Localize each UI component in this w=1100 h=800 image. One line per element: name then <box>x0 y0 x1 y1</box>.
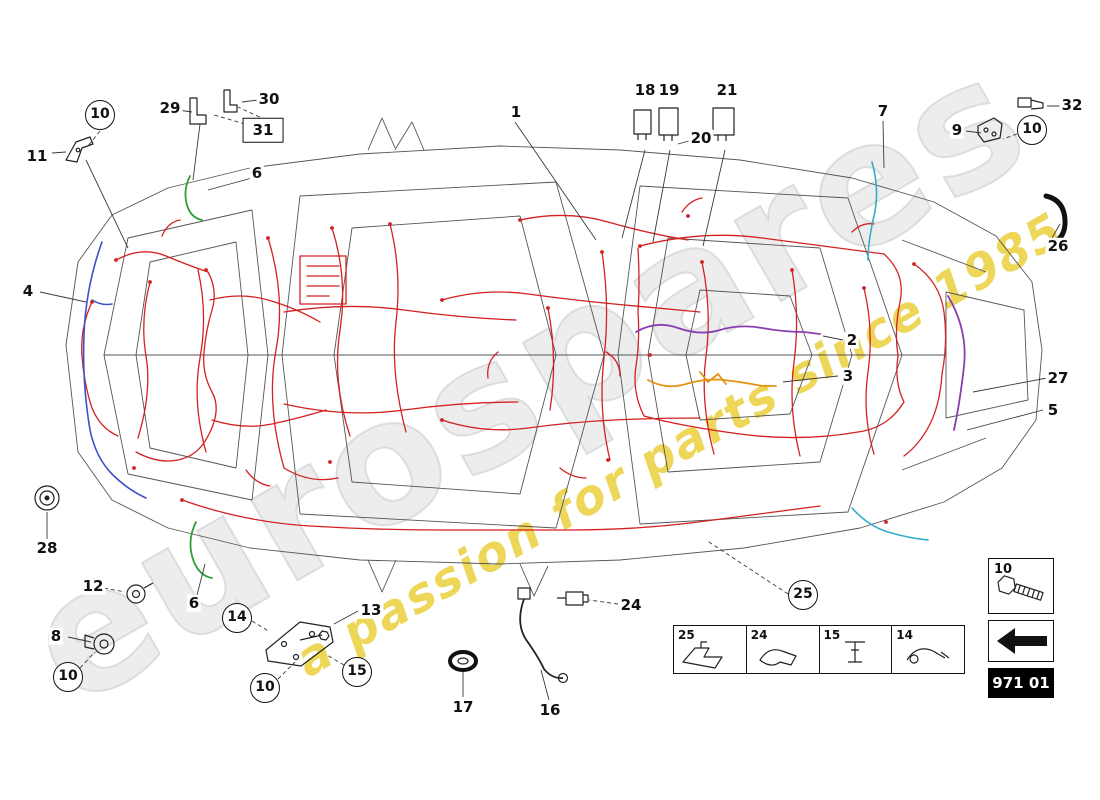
bracket-icon-29 <box>189 97 207 125</box>
legend-num-15: 15 <box>823 628 841 642</box>
callout-28[interactable]: 28 <box>34 538 60 557</box>
callout-6-top[interactable]: 6 <box>249 163 265 182</box>
callout-14[interactable]: 14 <box>222 603 252 633</box>
rivet-clip-icon <box>844 641 865 663</box>
callout-2[interactable]: 2 <box>844 330 860 349</box>
harness-cyan <box>851 161 929 541</box>
callout-17[interactable]: 17 <box>450 697 476 716</box>
bracket-icon-11 <box>65 136 94 163</box>
bracket-assembly-icon-13 <box>265 621 334 667</box>
callout-4[interactable]: 4 <box>20 281 36 300</box>
callout-8[interactable]: 8 <box>48 626 64 645</box>
connector-icon-24 <box>557 591 589 606</box>
harness-clip-icon <box>682 641 723 669</box>
cable-clip-icon <box>759 649 797 666</box>
callout-13[interactable]: 13 <box>358 600 384 619</box>
sensor-icon-32 <box>1017 97 1044 110</box>
callout-15[interactable]: 15 <box>342 657 372 687</box>
callout-32[interactable]: 32 <box>1059 95 1085 114</box>
callout-12[interactable]: 12 <box>80 576 106 595</box>
callout-20[interactable]: 20 <box>688 128 714 147</box>
callout-16[interactable]: 16 <box>537 700 563 719</box>
bracket-icon-9 <box>977 117 1003 143</box>
callout-10-bottommid[interactable]: 10 <box>250 673 280 703</box>
bolt-ref-box[interactable]: 10 <box>988 558 1054 614</box>
callout-5[interactable]: 5 <box>1045 400 1061 419</box>
antenna-cable-icon-16 <box>517 587 569 684</box>
callout-19[interactable]: 19 <box>656 80 682 99</box>
callout-27[interactable]: 27 <box>1045 368 1071 387</box>
callout-30[interactable]: 30 <box>256 89 282 108</box>
legend-cell-15[interactable]: 15 <box>820 626 893 673</box>
sensor-icon-12 <box>126 582 154 604</box>
clamp-clip-icon <box>906 648 950 664</box>
part-group-code: 971 01 <box>988 668 1054 698</box>
callout-26[interactable]: 26 <box>1045 236 1071 255</box>
main-wiring-harness-red <box>81 197 947 531</box>
relay-icon-19 <box>658 107 679 141</box>
harness-green <box>184 175 213 579</box>
watermark: eurospares a passion for parts since 198… <box>0 15 1074 746</box>
callout-9[interactable]: 9 <box>949 120 965 139</box>
legend-num-24: 24 <box>750 628 768 642</box>
relay-icon-18 <box>633 109 652 140</box>
part-group-code-text: 971 01 <box>992 674 1050 692</box>
arrow-left-icon <box>997 628 1047 654</box>
harness-orange <box>647 371 777 388</box>
legend-cell-24[interactable]: 24 <box>747 626 820 673</box>
bolt-icon <box>997 575 1044 601</box>
callout-21[interactable]: 21 <box>714 80 740 99</box>
harness-purple <box>635 295 966 431</box>
legend-cell-14[interactable]: 14 <box>892 626 964 673</box>
grommet-icon-28 <box>34 485 60 511</box>
callout-25[interactable]: 25 <box>788 580 818 610</box>
legend-cell-25[interactable]: 25 <box>674 626 747 673</box>
relay-icon-21 <box>712 107 735 141</box>
callout-11[interactable]: 11 <box>24 146 50 165</box>
harness-connector-dots <box>90 214 916 524</box>
callout-31[interactable]: 31 <box>242 117 284 143</box>
fastener-legend: 25 24 15 14 <box>673 625 965 674</box>
callout-6-bottom[interactable]: 6 <box>186 593 202 612</box>
callout-10-bottomleft[interactable]: 10 <box>53 662 83 692</box>
bracket-icon-30 <box>223 89 238 113</box>
callout-3[interactable]: 3 <box>840 366 856 385</box>
callout-10-topright[interactable]: 10 <box>1017 115 1047 145</box>
callout-1[interactable]: 1 <box>508 102 524 121</box>
bolt-ref-num: 10 <box>994 562 1013 577</box>
legend-num-25: 25 <box>678 628 695 642</box>
callout-10-topleft[interactable]: 10 <box>85 100 115 130</box>
front-harness-blue <box>82 241 147 499</box>
back-arrow-button[interactable] <box>988 620 1054 662</box>
callout-7[interactable]: 7 <box>875 101 891 120</box>
callout-24[interactable]: 24 <box>618 595 644 614</box>
leader-lines <box>39 99 1061 701</box>
grommet-icon-17 <box>448 650 478 672</box>
horn-icon-8 <box>84 633 115 655</box>
legend-num-14: 14 <box>896 628 913 642</box>
callout-29[interactable]: 29 <box>157 98 183 117</box>
callout-18[interactable]: 18 <box>632 80 658 99</box>
car-body-outline <box>65 117 1043 597</box>
